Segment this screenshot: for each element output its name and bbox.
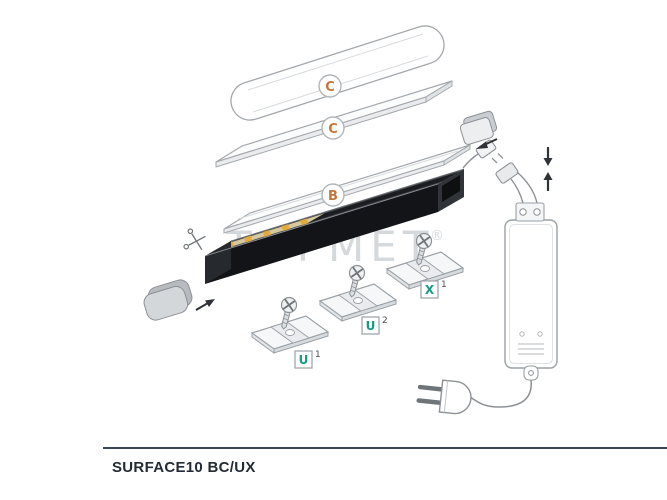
scissors-icon xyxy=(183,228,206,251)
base-plate-ridge xyxy=(237,150,459,220)
connector-pair xyxy=(462,139,519,184)
psu-body xyxy=(504,219,558,369)
cable-to-profile xyxy=(462,153,479,169)
label-cover-flat: C xyxy=(321,116,345,140)
svg-text:C: C xyxy=(325,80,335,95)
label-u1: U 1 xyxy=(294,350,321,369)
psu-gland-hole xyxy=(528,370,534,376)
cover-flat-end xyxy=(425,80,453,103)
cover-round xyxy=(230,25,445,121)
footer: SURFACE10 BC/UX xyxy=(103,447,667,476)
psu-vent-slots xyxy=(518,343,544,355)
svg-text:U: U xyxy=(366,319,376,333)
psu-terminal-screw-1 xyxy=(519,208,527,216)
psu-inner-outline xyxy=(509,224,553,364)
mounting-bracket-u1 xyxy=(251,315,329,354)
svg-text:X: X xyxy=(425,283,435,297)
connector-pins xyxy=(491,153,504,164)
psu-wire-2 xyxy=(516,171,538,204)
psu-terminal-screw-2 xyxy=(533,208,541,216)
base-plate-end xyxy=(443,144,471,166)
power-plug xyxy=(416,379,472,415)
profile-edge-highlight-near xyxy=(204,183,439,257)
footer-divider xyxy=(103,447,667,449)
psu-terminal-block xyxy=(515,202,545,222)
connector-female xyxy=(495,162,519,184)
label-u2: U 2 xyxy=(361,316,388,335)
product-title: SURFACE10 BC/UX xyxy=(112,459,256,476)
cover-round-highlight xyxy=(247,33,424,91)
cover-round-body xyxy=(230,25,445,121)
svg-text:B: B xyxy=(328,189,338,204)
label-base-plate: B xyxy=(321,183,345,207)
mating-arrows-icon xyxy=(543,147,553,191)
label-cover-round: C xyxy=(318,74,342,98)
plug-pin-bottom xyxy=(416,398,443,406)
svg-text:1: 1 xyxy=(315,350,321,360)
registered-trademark-icon: ® xyxy=(430,228,444,244)
feed-endcap xyxy=(459,110,498,145)
svg-text:1: 1 xyxy=(441,280,447,290)
psu-bottom-screw-1 xyxy=(519,331,525,337)
led-profile xyxy=(204,168,465,284)
psu-wire-1 xyxy=(510,178,524,204)
end-cap-front xyxy=(143,285,189,321)
end-cap xyxy=(143,279,193,321)
profile-left-end xyxy=(205,241,231,284)
svg-text:U: U xyxy=(299,353,309,367)
plug-pin-top xyxy=(417,384,444,392)
power-supply xyxy=(504,171,558,381)
endcap-arrow-icon xyxy=(195,299,215,311)
svg-text:C: C xyxy=(328,122,338,137)
psu-bottom-screw-2 xyxy=(537,331,543,337)
plug-face-line xyxy=(443,380,449,413)
profile-right-end-channel xyxy=(442,175,460,202)
label-x1: X 1 xyxy=(420,280,447,299)
profile-front-face xyxy=(205,184,438,284)
connector-arrow-icon xyxy=(476,138,498,149)
power-cable-bottom xyxy=(467,379,532,408)
profile-edge-highlight-far xyxy=(230,168,465,242)
svg-text:2: 2 xyxy=(382,316,388,326)
